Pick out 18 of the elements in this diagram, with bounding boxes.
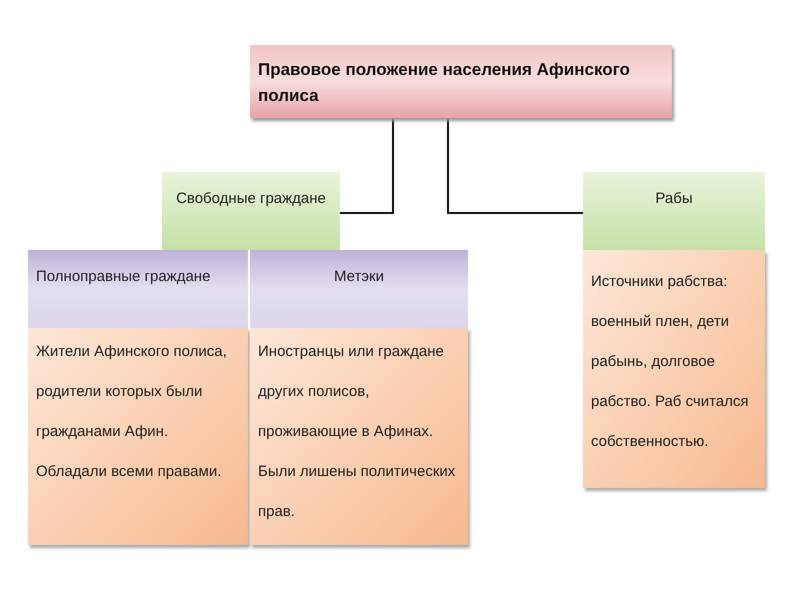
box-text: Свободные граждане xyxy=(176,189,326,209)
category-box xyxy=(162,172,340,250)
connector-line xyxy=(340,118,394,214)
category-box xyxy=(583,172,765,250)
description-box xyxy=(583,250,765,488)
box-text: Правовое положение населения Афинского полиса xyxy=(258,59,631,106)
box-text: Метэки xyxy=(334,267,384,287)
title-box xyxy=(250,45,672,118)
connector-line xyxy=(447,118,583,214)
header-box xyxy=(28,250,248,328)
box-text: Источники рабства: военный плен, дети рабынь, долговое рабство. Раб считался собственностью. xyxy=(591,272,750,452)
box-text: Рабы xyxy=(655,189,693,209)
box-text: Полноправные граждане xyxy=(36,267,210,287)
box-text: Иностранцы или граждане других полисов, проживающие в Афинах. Были лишены политических прав. xyxy=(258,342,456,522)
box-text: Жители Афинского полиса, родители которых были гражданами Афин. Обладали всеми правами. xyxy=(36,342,228,482)
description-box xyxy=(28,328,248,545)
description-box xyxy=(250,328,468,545)
header-box xyxy=(250,250,468,328)
